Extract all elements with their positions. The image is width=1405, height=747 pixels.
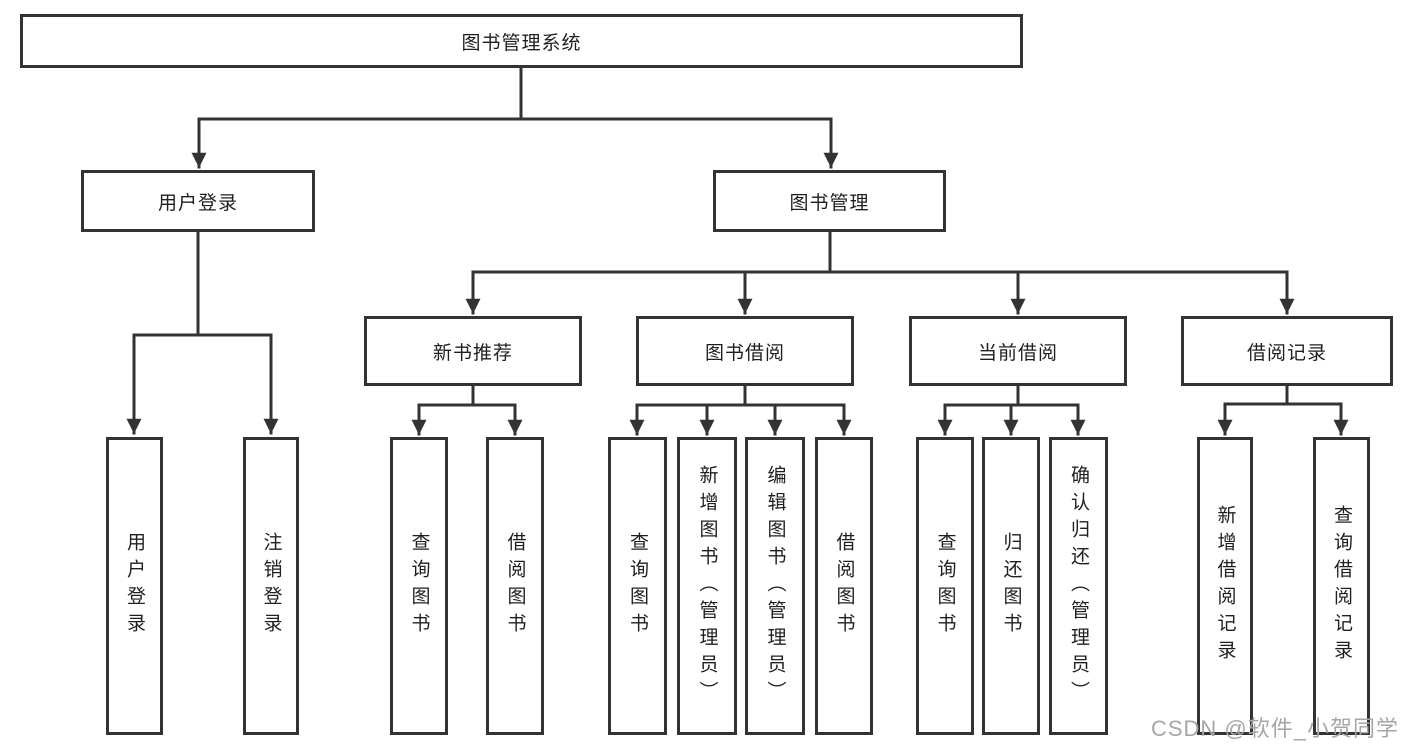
node-library-management-system: 图书管理系统	[20, 14, 1023, 68]
leaf-borrow-books-recommend: 借阅图书	[486, 437, 544, 735]
node-label: 新书推荐	[432, 342, 513, 364]
node-label: 当前借阅	[977, 342, 1058, 364]
connector-borrowing-records	[1223, 384, 1343, 406]
leaf-query-books-current: 查询图书	[916, 437, 974, 735]
leaf-user-login: 用户登录	[106, 437, 163, 735]
leaf-query-books-recommend: 查询图书	[390, 437, 448, 735]
leaf-edit-book-admin: 编辑图书（管理员）	[745, 437, 805, 735]
node-label: 用户登录	[157, 192, 238, 214]
node-user-login: 用户登录	[81, 170, 315, 232]
node-label: 查询借阅记录	[1331, 505, 1352, 667]
node-label: 注销登录	[260, 532, 282, 640]
leaf-query-borrow-record: 查询借阅记录	[1313, 437, 1370, 735]
leaf-confirm-return-admin: 确认归还（管理员）	[1049, 437, 1108, 735]
connector-new-book-recommend	[417, 384, 517, 407]
node-label: 图书借阅	[704, 342, 785, 364]
node-label: 借阅记录	[1246, 342, 1327, 364]
node-borrowing-records: 借阅记录	[1181, 316, 1393, 386]
node-label: 查询图书	[934, 532, 956, 640]
node-label: 图书管理	[789, 192, 870, 214]
node-label: 确认归还（管理员）	[1068, 464, 1089, 708]
node-label: 新增借阅记录	[1214, 505, 1236, 667]
node-label: 查询图书	[627, 532, 648, 640]
node-label: 用户登录	[124, 532, 145, 640]
node-label: 新增图书（管理员）	[696, 464, 718, 708]
leaf-logout: 注销登录	[243, 437, 299, 735]
connector-book-borrowing	[635, 384, 846, 407]
node-book-borrowing: 图书借阅	[636, 316, 854, 386]
node-label: 归还图书	[1000, 532, 1022, 640]
leaf-query-books-borrowing: 查询图书	[608, 437, 667, 735]
leaf-return-book: 归还图书	[982, 437, 1040, 735]
node-label: 编辑图书（管理员）	[764, 464, 786, 708]
node-label: 借阅图书	[504, 532, 526, 640]
connector-book-management	[471, 230, 1289, 274]
node-label: 图书管理系统	[461, 32, 582, 54]
leaf-add-book-admin: 新增图书（管理员）	[677, 437, 737, 735]
connector-user-login	[132, 230, 273, 337]
node-label: 借阅图书	[833, 532, 855, 640]
leaf-add-borrow-record: 新增借阅记录	[1197, 437, 1253, 735]
connector-current-borrowing	[943, 384, 1080, 407]
watermark: CSDN @软件_小贺同学	[1150, 716, 1399, 741]
node-new-book-recommend: 新书推荐	[364, 316, 582, 386]
connector-root	[197, 66, 833, 121]
node-label: 查询图书	[408, 532, 430, 640]
node-book-management: 图书管理	[713, 170, 946, 232]
node-current-borrowing: 当前借阅	[909, 316, 1127, 386]
leaf-borrow-books: 借阅图书	[815, 437, 873, 735]
